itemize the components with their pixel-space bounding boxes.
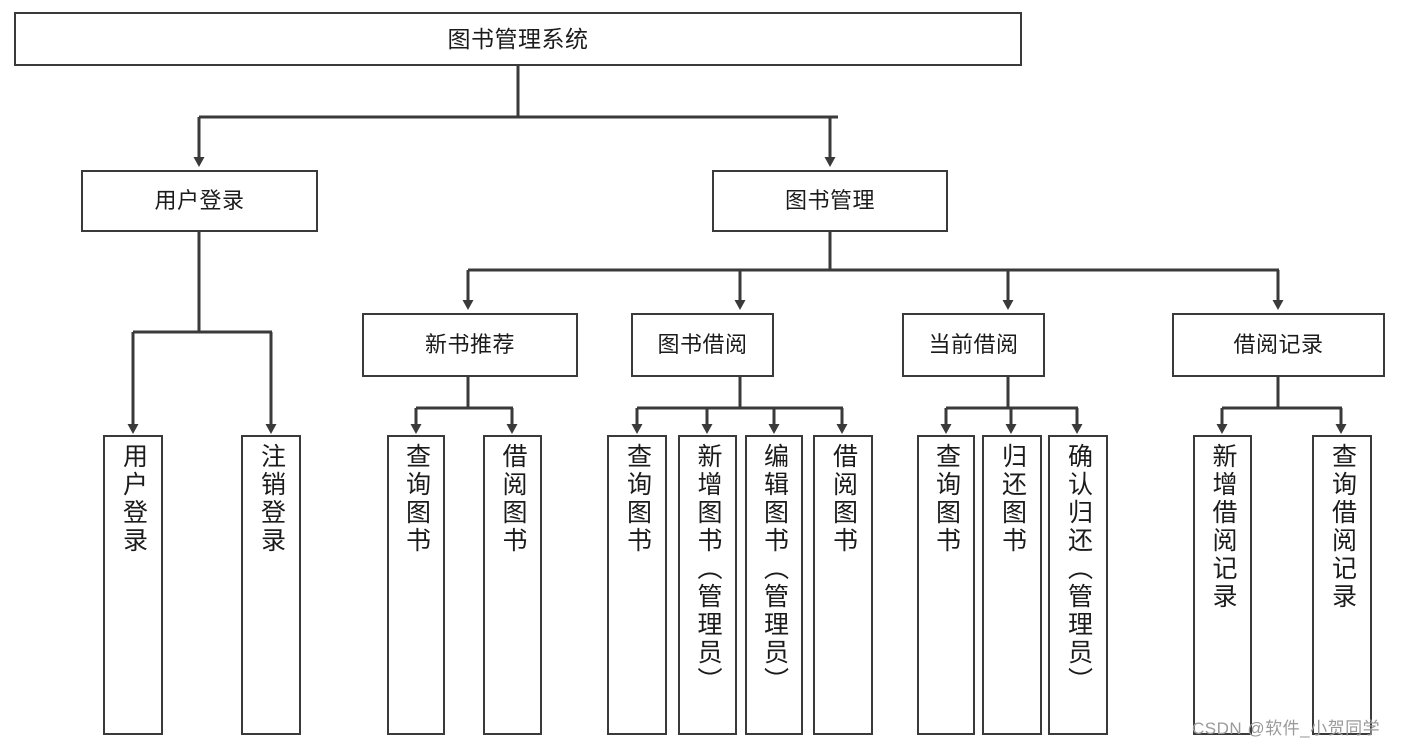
node-label: 查询图书 bbox=[402, 443, 431, 555]
node-label: 确认归还（管理员） bbox=[1064, 443, 1093, 695]
node-current-borrow[interactable]: 当前借阅 bbox=[902, 313, 1045, 377]
node-new-book-recommend[interactable]: 新书推荐 bbox=[362, 313, 578, 377]
node-leaf-borrow-book[interactable]: 借阅图书 bbox=[813, 435, 873, 735]
node-label: 新增图书（管理员） bbox=[694, 443, 722, 695]
node-label: 新书推荐 bbox=[424, 332, 515, 357]
node-leaf-confirm-return-admin[interactable]: 确认归还（管理员） bbox=[1048, 435, 1108, 735]
node-book-management[interactable]: 图书管理 bbox=[712, 170, 948, 232]
node-leaf-logout[interactable]: 注销登录 bbox=[241, 435, 301, 735]
node-leaf-query-borrow-record[interactable]: 查询借阅记录 bbox=[1312, 435, 1372, 735]
node-label: 查询图书 bbox=[623, 443, 652, 555]
node-leaf-return-book[interactable]: 归还图书 bbox=[982, 435, 1042, 735]
node-label: 注销登录 bbox=[257, 443, 286, 555]
node-leaf-borrow-book-recommend[interactable]: 借阅图书 bbox=[483, 435, 542, 735]
node-leaf-user-login[interactable]: 用户登录 bbox=[103, 435, 163, 735]
node-leaf-query-book-borrow[interactable]: 查询图书 bbox=[607, 435, 667, 735]
node-label: 用户登录 bbox=[154, 188, 245, 213]
node-borrow-record[interactable]: 借阅记录 bbox=[1172, 313, 1385, 377]
node-label: 用户登录 bbox=[119, 443, 148, 555]
node-label: 借阅记录 bbox=[1233, 332, 1324, 357]
node-leaf-add-book-admin[interactable]: 新增图书（管理员） bbox=[678, 435, 737, 735]
node-label: 查询图书 bbox=[932, 443, 961, 555]
node-label: 编辑图书（管理员） bbox=[760, 443, 789, 695]
node-label: 图书管理 bbox=[784, 188, 875, 213]
node-leaf-query-book-recommend[interactable]: 查询图书 bbox=[387, 435, 445, 735]
node-label: 当前借阅 bbox=[928, 332, 1019, 357]
node-label: 借阅图书 bbox=[829, 443, 858, 555]
node-label: 归还图书 bbox=[998, 443, 1027, 555]
node-label: 图书借阅 bbox=[657, 332, 748, 357]
node-book-borrow[interactable]: 图书借阅 bbox=[631, 313, 774, 377]
node-leaf-query-book-current[interactable]: 查询图书 bbox=[917, 435, 975, 735]
node-label: 图书管理系统 bbox=[447, 25, 589, 52]
node-user-login[interactable]: 用户登录 bbox=[81, 170, 318, 232]
node-label: 查询借阅记录 bbox=[1328, 443, 1357, 611]
node-label: 新增借阅记录 bbox=[1209, 443, 1237, 611]
node-root-system[interactable]: 图书管理系统 bbox=[14, 12, 1022, 66]
node-label: 借阅图书 bbox=[499, 443, 527, 555]
node-leaf-edit-book-admin[interactable]: 编辑图书（管理员） bbox=[745, 435, 803, 735]
watermark-text: CSDN @软件_小贺同学 bbox=[1192, 719, 1381, 738]
node-leaf-add-borrow-record[interactable]: 新增借阅记录 bbox=[1193, 435, 1252, 735]
